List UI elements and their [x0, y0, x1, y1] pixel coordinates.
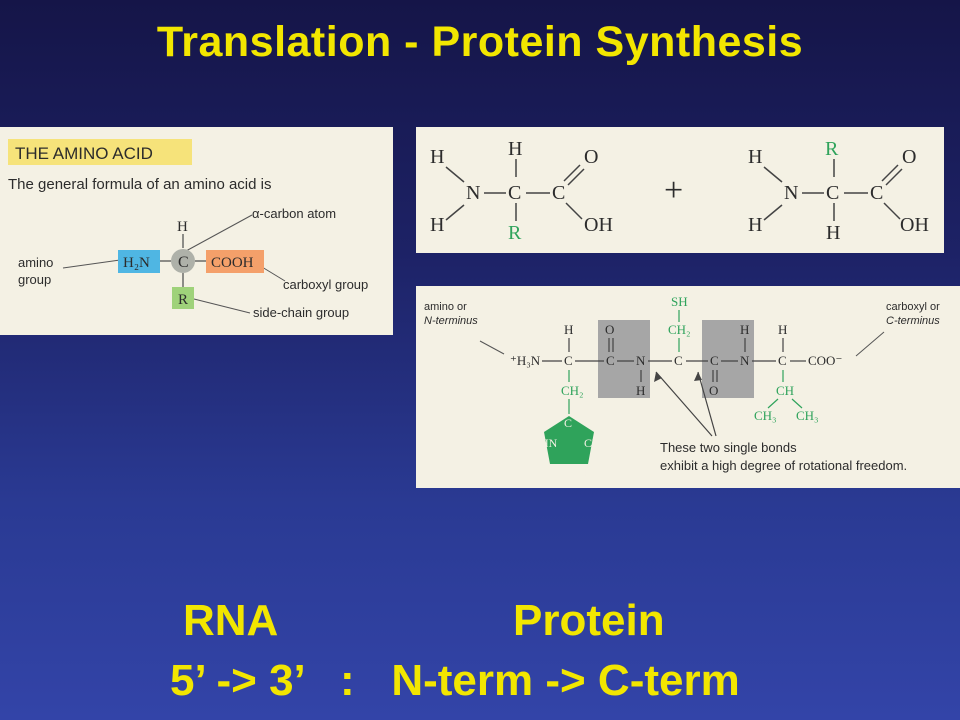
h2n-text: H₂N [123, 255, 150, 271]
amino-acid-heading: THE AMINO ACID [15, 144, 153, 163]
svg-text:OH: OH [900, 214, 929, 236]
svg-text:N: N [784, 182, 798, 204]
peptide-figure: amino or N-terminus carboxyl or C-termin… [416, 286, 960, 488]
slide-title: Translation - Protein Synthesis [156, 18, 804, 66]
svg-text:O: O [605, 322, 614, 337]
svg-text:C: C [508, 182, 521, 204]
svg-text:C: C [826, 182, 839, 204]
direction-line: 5’ -> 3’ : N-term -> C-term [170, 656, 740, 705]
amino-group-label-1: amino [18, 255, 53, 270]
svg-text:O: O [709, 383, 718, 398]
rna-label: RNA [183, 596, 279, 645]
svg-text:C: C [870, 182, 883, 204]
side-chain-box [172, 287, 194, 309]
hc-text: HC [546, 465, 563, 479]
svg-text:C: C [606, 353, 615, 368]
bond-note-line-1: These two single bonds [660, 440, 797, 455]
c-terminus-label-1: carboxyl or [886, 301, 940, 313]
r-group-right: R [825, 138, 839, 160]
sh-text: SH [671, 294, 688, 309]
carboxyl-group-label: carboxyl group [283, 277, 368, 292]
condensation-figure: H H N C H R C O OH + H H N C [416, 127, 944, 253]
protein-label: Protein [513, 596, 665, 645]
svg-text:H: H [748, 146, 762, 168]
ch-val: CH [776, 383, 794, 398]
svg-text:O: O [902, 146, 916, 168]
svg-text:N: N [466, 182, 480, 204]
svg-text:O: O [584, 146, 598, 168]
heading-highlight [8, 139, 192, 165]
coo-text: COO⁻ [808, 353, 842, 368]
ch2-his: CH₂ [561, 383, 584, 398]
hn-text: HN [540, 436, 558, 450]
peptide-bond-box-1 [598, 320, 650, 398]
amino-group-label-2: group [18, 272, 51, 287]
svg-text:C: C [564, 353, 573, 368]
two-amino-acids-diagram: H H N C H R C O OH + H H N C [430, 138, 929, 244]
h3n-text: ⁺H₃N [510, 353, 541, 368]
carboxyl-box [206, 250, 264, 273]
h-top-text: H [177, 219, 188, 235]
svg-text:C: C [710, 353, 719, 368]
side-chain-group-label: side-chain group [253, 305, 349, 320]
svg-text:H: H [564, 322, 573, 337]
ch-ring-text: CH [584, 436, 601, 450]
svg-text:H: H [778, 322, 787, 337]
svg-text:H: H [636, 383, 645, 398]
peptide-bond-box-2 [702, 320, 754, 398]
r-text: R [178, 292, 188, 308]
bond-note-line-2: exhibit a high degree of rotational free… [660, 458, 907, 473]
amino-acid-subtitle: The general formula of an amino acid is [8, 176, 271, 193]
svg-text:H: H [826, 222, 840, 244]
svg-text:H: H [748, 214, 762, 236]
amine-box [118, 250, 160, 273]
ch2-cys: CH₂ [668, 322, 691, 337]
svg-text:C: C [778, 353, 787, 368]
ch3-left: CH₃ [754, 408, 777, 423]
c-terminus-label-2: C-terminus [886, 315, 940, 327]
svg-text:H: H [430, 146, 444, 168]
svg-text:H: H [430, 214, 444, 236]
alpha-carbon-label: α-carbon atom [252, 206, 336, 221]
alpha-carbon-text: C [178, 254, 189, 271]
svg-text:H: H [508, 138, 522, 160]
cooh-text: COOH [211, 255, 254, 271]
n-terminus-label-1: amino or [424, 301, 467, 313]
r-group-left: R [508, 222, 522, 244]
amino-acid-right: H H N C R H C O OH [748, 138, 929, 244]
svg-text:C: C [674, 353, 683, 368]
tripeptide-diagram: amino or N-terminus carboxyl or C-termin… [424, 294, 940, 479]
svg-text:N: N [636, 353, 646, 368]
plus-sign: + [664, 172, 683, 209]
svg-text:C: C [564, 416, 572, 430]
amino-acid-left: H H N C H R C O OH [430, 138, 613, 244]
amino-acid-figure: THE AMINO ACID The general formula of an… [0, 127, 393, 335]
alpha-carbon-circle [171, 249, 195, 273]
ch3-right: CH₃ [796, 408, 819, 423]
imidazole-ring [544, 416, 594, 464]
svg-text:N: N [740, 353, 750, 368]
svg-text:OH: OH [584, 214, 613, 236]
svg-text:H: H [740, 322, 749, 337]
nh-plus-text: NH⁺ [578, 465, 602, 479]
n-terminus-label-2: N-terminus [424, 315, 478, 327]
amino-acid-diagram: THE AMINO ACID The general formula of an… [8, 139, 368, 320]
svg-text:C: C [552, 182, 565, 204]
